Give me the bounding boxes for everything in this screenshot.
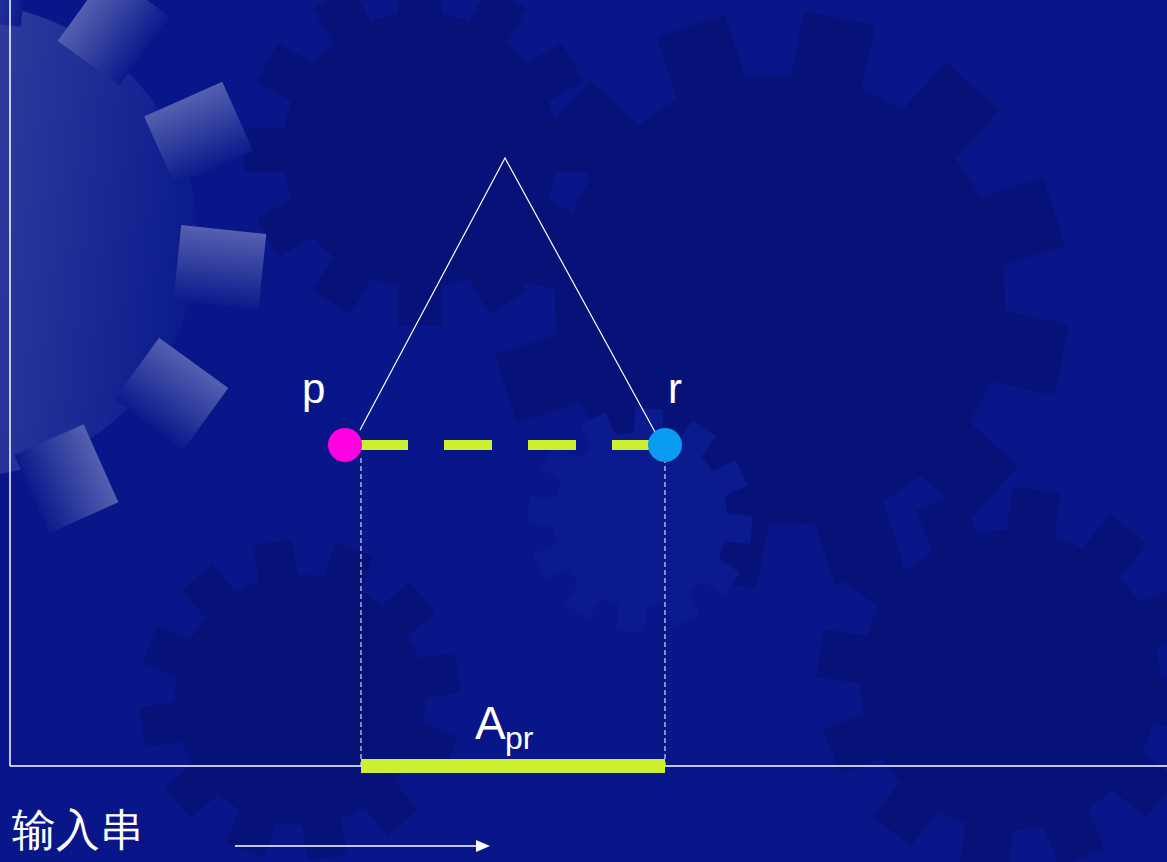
arrow-head [476,840,490,852]
direction-arrow [235,845,478,847]
gear-watermark [0,0,294,574]
point-marker [648,428,682,462]
span-label: A [475,697,506,749]
span-subscript-box: pr [505,722,533,754]
point-marker [328,428,362,462]
gear-watermark [95,0,1167,862]
point-label-box: p [302,368,325,410]
projection-line [665,458,666,766]
point-label-box: r [668,368,682,410]
gear-watermark [519,399,762,642]
span-subscript: pr [505,720,533,756]
axis-label-box: 输入串 [12,808,144,852]
point-label: p [302,365,325,412]
substring-bar [361,759,665,773]
projection-line [361,458,362,766]
dashed-span [360,440,650,450]
parse-tree-triangle [360,158,655,432]
axis-label: 输入串 [12,804,144,855]
point-label: r [668,365,682,412]
span-label-box: A [475,700,506,746]
axis-line [9,0,11,766]
